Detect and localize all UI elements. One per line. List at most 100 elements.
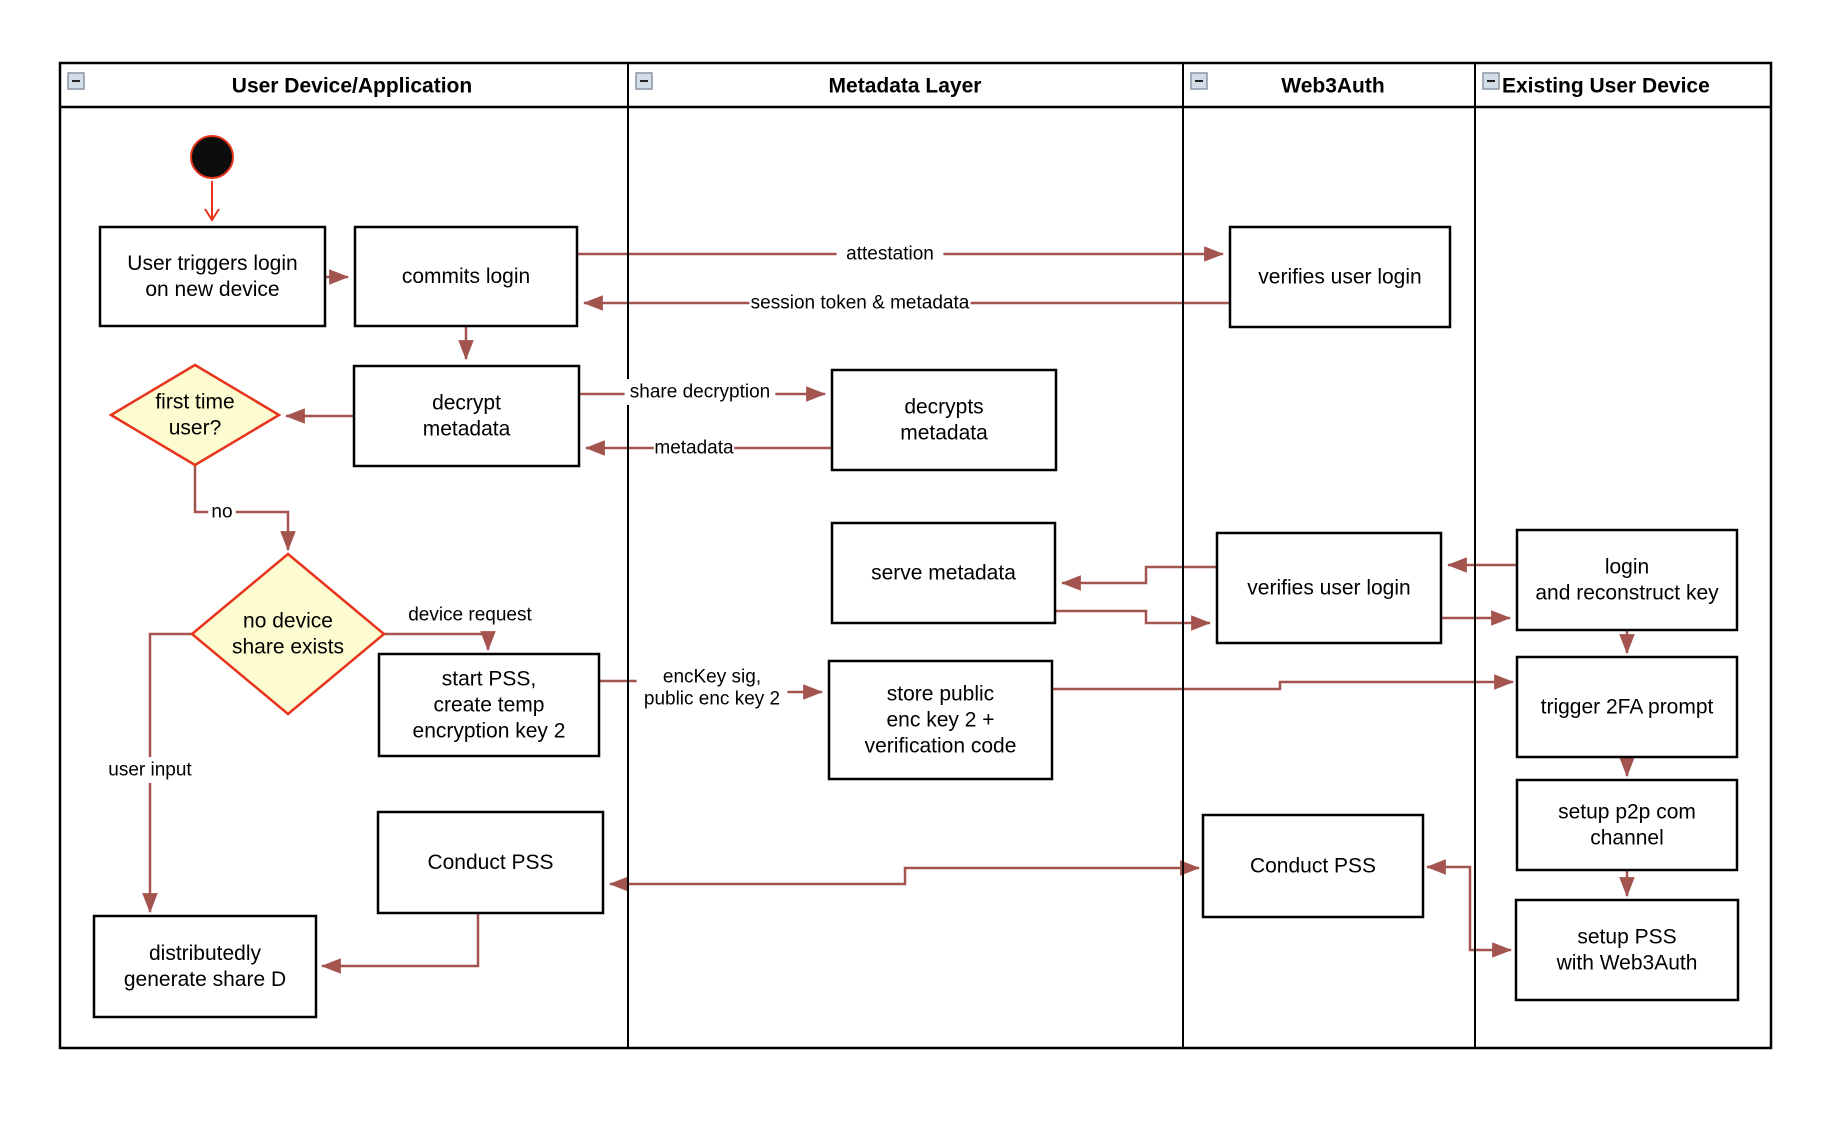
lane-title-existing-user-device: Existing User Device: [1502, 75, 1710, 98]
activity-shape-conduct-pss-web3auth[interactable]: [1201, 813, 1425, 919]
node-distributedly-generate-d[interactable]: distributedly generate share D: [92, 914, 318, 1019]
device-request-label-text-line1: device request: [408, 605, 532, 626]
node-label-no-device-share-exists-line2: share exists: [232, 636, 344, 659]
lane-title-web3auth: Web3Auth: [1281, 75, 1384, 98]
lane-header-web3auth[interactable]: Web3Auth: [1190, 72, 1385, 98]
node-label-distributedly-generate-d-line1: distributedly: [149, 942, 262, 965]
activity-shape-setup-pss-with-web3auth[interactable]: [1514, 898, 1740, 1002]
node-no-device-share-exists[interactable]: no device share exists: [190, 552, 386, 716]
session-token-label: session token & metadata: [749, 290, 971, 316]
activity-shape-login-and-reconstruct-key[interactable]: [1515, 528, 1739, 632]
activity-shape-user-triggers-login[interactable]: [98, 225, 327, 328]
node-label-verifies-user-login-2-line1: verifies user login: [1247, 577, 1410, 600]
activity-shape-trigger-2fa-prompt[interactable]: [1515, 655, 1739, 759]
node-label-store-public-enc-key-line2: enc key 2 +: [887, 709, 995, 732]
enckey-sig-label-bg: [636, 664, 788, 712]
activity-shape-decrypt-metadata[interactable]: [352, 364, 581, 468]
node-label-start-pss-create-key-line3: encryption key 2: [413, 720, 566, 743]
node-conduct-pss-user[interactable]: Conduct PSS: [376, 810, 605, 915]
activity-shape-verifies-user-login-1[interactable]: [1228, 225, 1452, 329]
node-label-serve-metadata-line1: serve metadata: [871, 562, 1016, 585]
activity-shape-commits-login[interactable]: [353, 225, 579, 328]
start-node-icon[interactable]: [190, 135, 234, 179]
node-label-decrypts-metadata-line1: decrypts: [904, 396, 983, 419]
lane-header-existing-user-device[interactable]: Existing User Device: [1482, 72, 1710, 98]
no-label: no: [208, 499, 236, 525]
device-request-label: device request: [403, 602, 537, 628]
attestation-label: attestation: [836, 241, 944, 267]
attestation-label-bg: [836, 241, 944, 267]
metadata-label-bg: [653, 435, 735, 461]
node-decrypts-metadata[interactable]: decrypts metadata: [830, 368, 1058, 472]
activity-shape-decrypts-metadata[interactable]: [830, 368, 1058, 472]
node-label-first-time-user-line1: first time: [155, 391, 234, 414]
node-first-time-user[interactable]: first time user?: [108, 363, 282, 467]
node-label-no-device-share-exists-line1: no device: [243, 610, 333, 633]
edge-conduct-pss-link: [608, 860, 1201, 892]
enckey-sig-label-text-line1: encKey sig,: [663, 667, 761, 688]
node-label-decrypt-metadata-line2: metadata: [423, 418, 511, 441]
node-label-distributedly-generate-d-line2: generate share D: [124, 968, 286, 991]
share-decryption-label: share decryption: [624, 379, 776, 405]
node-label-setup-pss-with-web3auth-line1: setup PSS: [1577, 926, 1676, 949]
attestation-label-text-line1: attestation: [846, 244, 934, 265]
node-login-and-reconstruct-key[interactable]: login and reconstruct key: [1515, 528, 1739, 632]
node-label-login-and-reconstruct-key-line2: and reconstruct key: [1535, 582, 1719, 605]
node-setup-pss-with-web3auth[interactable]: setup PSS with Web3Auth: [1514, 898, 1740, 1002]
node-label-first-time-user-line2: user?: [169, 417, 222, 440]
node-conduct-pss-web3auth[interactable]: Conduct PSS: [1201, 813, 1425, 919]
lane-header-user-device-application[interactable]: User Device/Application: [67, 72, 472, 98]
node-verifies-user-login-2[interactable]: verifies user login: [1215, 531, 1443, 645]
node-label-trigger-2fa-prompt-line1: trigger 2FA prompt: [1541, 696, 1714, 719]
edge-start-to-user-triggers-arrowhead: [204, 208, 220, 222]
node-label-user-triggers-login-line2: on new device: [145, 278, 279, 301]
user-input-label-text-line1: user input: [108, 760, 192, 781]
node-start[interactable]: [190, 135, 234, 179]
swimlane-frame: [58, 61, 1773, 1050]
node-trigger-2fa-prompt[interactable]: trigger 2FA prompt: [1515, 655, 1739, 759]
lane-title-user-device-application: User Device/Application: [232, 75, 472, 98]
edge-store-to-trigger-2fa: [1052, 674, 1515, 691]
node-verifies-user-login-1[interactable]: verifies user login: [1228, 225, 1452, 329]
node-label-conduct-pss-user-line1: Conduct PSS: [427, 851, 553, 874]
session-token-label-text-line1: session token & metadata: [751, 293, 970, 314]
activity-shape-start-pss-create-key[interactable]: [377, 652, 601, 758]
activity-shape-setup-p2p-com-channel[interactable]: [1515, 778, 1739, 872]
decision-shape-first-time-user[interactable]: [108, 363, 282, 467]
metadata-label-text-line1: metadata: [654, 438, 734, 459]
node-label-user-triggers-login-line1: User triggers login: [127, 252, 297, 275]
activity-shape-store-public-enc-key[interactable]: [827, 659, 1054, 781]
session-token-label-bg: [749, 290, 971, 316]
activity-shape-conduct-pss-user[interactable]: [376, 810, 605, 915]
lane-title-metadata-layer: Metadata Layer: [829, 75, 982, 98]
edge-verifies2-to-serve: [1060, 565, 1217, 591]
lane-header-metadata-layer[interactable]: Metadata Layer: [635, 72, 982, 98]
node-label-login-and-reconstruct-key-line1: login: [1605, 556, 1649, 579]
user-input-label-bg: [101, 757, 199, 783]
share-decryption-label-text-line1: share decryption: [630, 382, 770, 403]
enckey-sig-label-text-line2: public enc key 2: [644, 689, 780, 710]
node-label-verifies-user-login-1-line1: verifies user login: [1258, 266, 1421, 289]
node-label-store-public-enc-key-line1: store public: [887, 683, 994, 706]
node-serve-metadata[interactable]: serve metadata: [830, 521, 1057, 625]
node-label-decrypts-metadata-line2: metadata: [900, 422, 988, 445]
activity-shape-verifies-user-login-2[interactable]: [1215, 531, 1443, 645]
enckey-sig-label: encKey sig,public enc key 2: [636, 664, 788, 712]
activity-shape-serve-metadata[interactable]: [830, 521, 1057, 625]
decision-shape-no-device-share-exists[interactable]: [190, 552, 386, 716]
node-commits-login[interactable]: commits login: [353, 225, 579, 328]
edge-conduct-to-distributedly: [320, 913, 480, 974]
node-user-triggers-login[interactable]: User triggers login on new device: [98, 225, 327, 328]
no-label-bg: [208, 499, 236, 525]
node-label-setup-pss-with-web3auth-line2: with Web3Auth: [1556, 952, 1698, 975]
activity-shape-distributedly-generate-d[interactable]: [92, 914, 318, 1019]
no-label-text-line1: no: [211, 502, 232, 523]
edge-device-request-flow: [384, 631, 496, 652]
node-label-setup-p2p-com-channel-line2: channel: [1590, 827, 1664, 850]
